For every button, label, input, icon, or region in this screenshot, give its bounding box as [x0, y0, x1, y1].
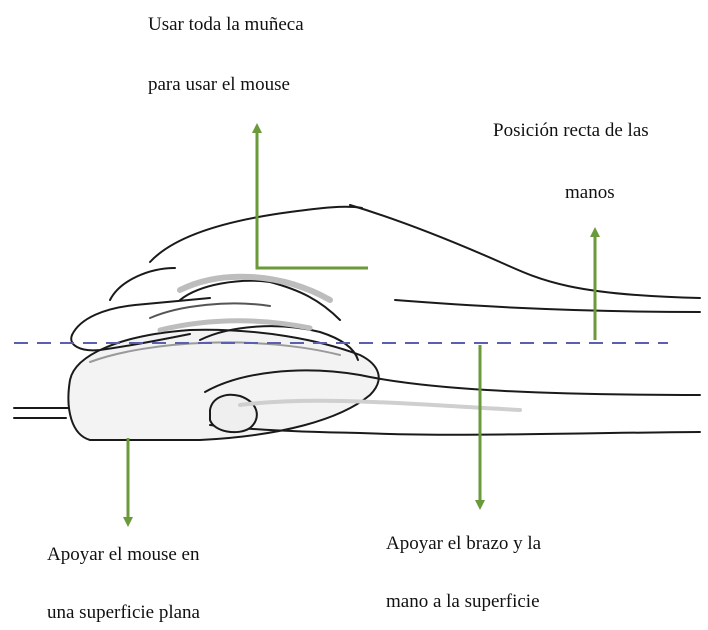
wrist-label-line2: para usar el mouse: [148, 74, 290, 96]
mouse-label-line1: Apoyar el mouse en: [47, 544, 199, 566]
wrist-label-line1: Usar toda la muñeca: [148, 14, 304, 36]
wrist-arrow: [257, 128, 368, 268]
hands-label-line2: manos: [565, 182, 615, 204]
arm-label-line2: mano a la superficie: [386, 591, 540, 613]
mouse-label-line2: una superficie plana: [47, 602, 200, 624]
hand-on-mouse-illustration: [14, 205, 700, 440]
hands-label-line1: Posición recta de las: [493, 120, 649, 142]
arm-label-line1: Apoyar el brazo y la: [386, 533, 541, 555]
